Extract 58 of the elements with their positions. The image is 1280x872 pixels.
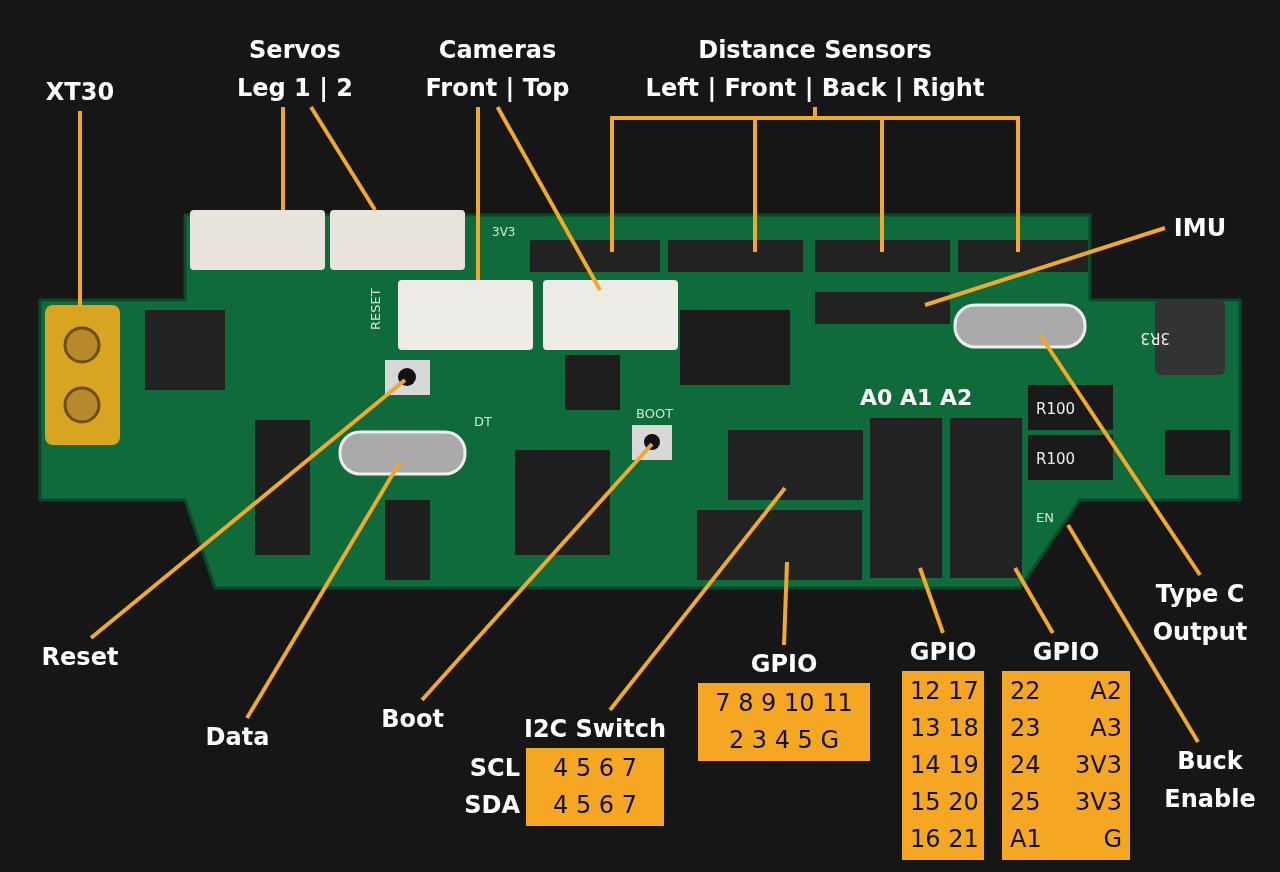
pin-numbers: 13 18 bbox=[910, 713, 976, 744]
leader-line bbox=[1038, 333, 1202, 577]
callout-label: Data bbox=[205, 722, 270, 753]
callout-label: IMU bbox=[1173, 213, 1227, 244]
silkscreen-label: R100 bbox=[1036, 400, 1076, 418]
pin-numbers: A1 G bbox=[1010, 824, 1122, 855]
callout-label: GPIO bbox=[909, 637, 977, 668]
silkscreen-label: EN bbox=[1036, 510, 1054, 525]
silkscreen-label: BOOT bbox=[636, 406, 674, 421]
callout-label: GPIO bbox=[750, 649, 818, 680]
pin-numbers: 24 3V3 bbox=[1010, 750, 1122, 781]
pin-numbers: 15 20 bbox=[910, 787, 976, 818]
row-label: SDA bbox=[464, 790, 520, 821]
leader-line bbox=[924, 226, 1166, 307]
leader-line bbox=[495, 106, 602, 291]
callout-label: Servos bbox=[249, 35, 341, 66]
row-label: SCL bbox=[469, 753, 520, 784]
leader-line bbox=[309, 105, 377, 212]
pin-numbers: 4 5 6 7 bbox=[552, 753, 638, 784]
leader-line bbox=[918, 567, 945, 634]
leader-line bbox=[608, 486, 787, 712]
callout-label: Reset bbox=[41, 642, 119, 673]
callout-label: Front | Top bbox=[425, 73, 570, 104]
leader-line bbox=[1013, 567, 1055, 634]
callout-label: GPIO bbox=[1032, 637, 1100, 668]
leader-line bbox=[782, 561, 789, 646]
callout-label: Type C Output bbox=[1151, 579, 1249, 648]
callout-label: Buck Enable bbox=[1163, 746, 1257, 815]
pin-numbers: 22 A2 bbox=[1010, 676, 1122, 707]
leader-line bbox=[245, 460, 402, 720]
silkscreen-label: RESET bbox=[368, 288, 383, 330]
annotation-label: A0 A1 A2 bbox=[860, 385, 973, 410]
leader-line bbox=[1066, 523, 1200, 744]
pin-numbers: 12 17 bbox=[910, 676, 976, 707]
silkscreen-label: 3V3 bbox=[492, 225, 516, 239]
pin-numbers: 23 A3 bbox=[1010, 713, 1122, 744]
callout-label: I2C Switch bbox=[523, 714, 667, 745]
callout-label: Left | Front | Back | Right bbox=[645, 73, 985, 104]
callout-label: XT30 bbox=[45, 77, 115, 108]
leader-line bbox=[89, 378, 407, 640]
pin-numbers: 4 5 6 7 bbox=[552, 790, 638, 821]
callout-label: Boot bbox=[381, 704, 444, 735]
pin-numbers: 16 21 bbox=[910, 824, 976, 855]
callout-label: Distance Sensors bbox=[698, 35, 932, 66]
leader-line bbox=[476, 107, 480, 280]
leader-line bbox=[813, 107, 1020, 252]
leader-line bbox=[78, 111, 82, 305]
pin-numbers: 14 19 bbox=[910, 750, 976, 781]
silkscreen-label: 3R3 bbox=[1140, 329, 1170, 347]
pin-numbers: 25 3V3 bbox=[1010, 787, 1122, 818]
pin-numbers: 2 3 4 5 G bbox=[727, 725, 841, 756]
leader-line bbox=[281, 107, 285, 210]
callout-label: Leg 1 | 2 bbox=[237, 73, 353, 104]
leader-line bbox=[420, 442, 654, 702]
silkscreen-label: R100 bbox=[1036, 450, 1076, 468]
callout-label: Cameras bbox=[438, 35, 557, 66]
silkscreen-label: DT bbox=[474, 414, 492, 429]
pin-numbers: 7 8 9 10 11 bbox=[714, 688, 854, 719]
